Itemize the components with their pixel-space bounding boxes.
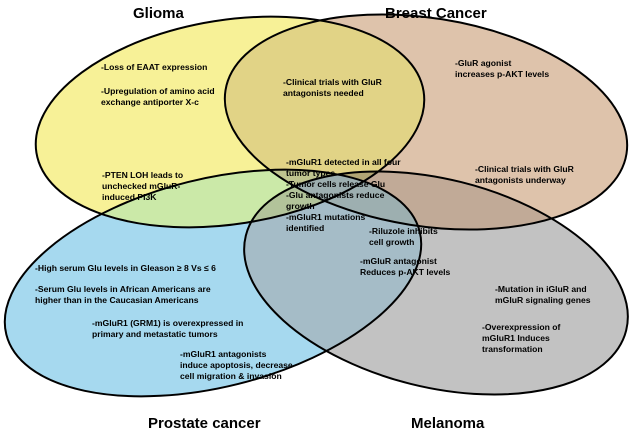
prostate-item-antagonists: -mGluR1 antagonists induce apoptosis, de… xyxy=(180,349,295,381)
prostate-item-serum-glu: -High serum Glu levels in Gleason ≥ 8 Vs… xyxy=(35,263,216,273)
glioma-title: Glioma xyxy=(133,5,185,22)
melanoma-item-mutation: -Mutation in iGluR and mGluR signaling g… xyxy=(495,284,591,305)
mglur-antagonist-note: -mGluR antagonist Reduces p-AKT levels xyxy=(360,256,450,277)
glioma-breast-note: -Clinical trials with GluR antagonists n… xyxy=(283,77,384,98)
breast-cancer-title: Breast Cancer xyxy=(385,5,487,22)
melanoma-title: Melanoma xyxy=(411,415,485,432)
glioma-item-antiporter: -Upregulation of amino acid exchange ant… xyxy=(101,86,217,107)
glioma-prostate-note: -PTEN LOH leads to unchecked mGluR- indu… xyxy=(102,170,186,202)
melanoma-item-overexpression: -Overexpression of mGluR1 Induces transf… xyxy=(482,322,563,354)
prostate-cancer-title: Prostate cancer xyxy=(148,415,261,432)
riluzole-note: -Riluzole inhibits cell growth xyxy=(369,226,440,247)
prostate-item-grm1: -mGluR1 (GRM1) is overexpressed in prima… xyxy=(92,318,246,339)
prostate-item-african-americans: -Serum Glu levels in African Americans a… xyxy=(35,284,213,305)
breast-note: -GluR agonist increases p-AKT levels xyxy=(455,58,549,79)
all-four-note: -mGluR1 detected in all four tumor types… xyxy=(286,157,403,233)
glioma-item-eaat: -Loss of EAAT expression xyxy=(101,62,207,72)
breast-melanoma-note: -Clinical trials with GluR antagonists u… xyxy=(475,164,576,185)
